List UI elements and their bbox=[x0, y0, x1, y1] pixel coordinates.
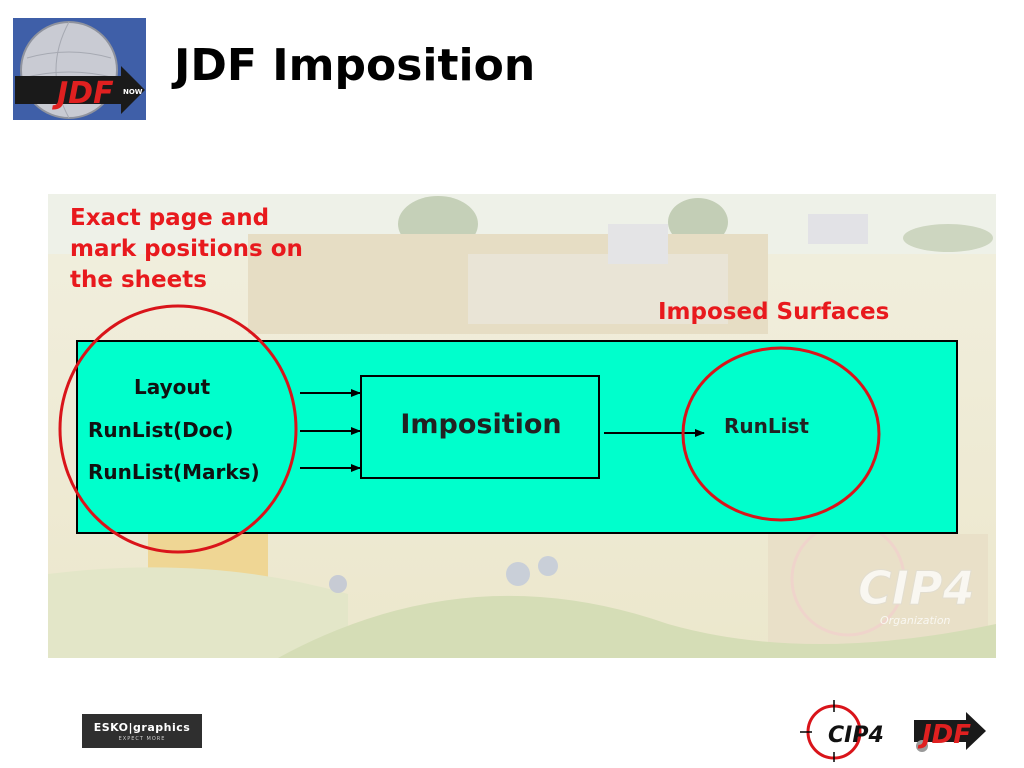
jdf-now-logo: JDF NOW bbox=[13, 18, 146, 120]
jdf-footer-text: JDF bbox=[917, 720, 971, 750]
input-runlist-marks-label: RunList(Marks) bbox=[88, 460, 260, 484]
slide-title: JDF Imposition bbox=[174, 40, 536, 91]
imposition-process-label: Imposition bbox=[400, 409, 562, 440]
esko-graphics-logo: ESKO|graphics EXPECT MORE bbox=[82, 714, 202, 748]
cip4-footer-text: CIP4 bbox=[828, 723, 884, 748]
output-runlist-label: RunList bbox=[724, 414, 809, 438]
input-layout-label: Layout bbox=[134, 375, 211, 399]
imposed-surfaces-annotation: Imposed Surfaces bbox=[658, 299, 890, 325]
cip4-watermark-text: CIP4 bbox=[858, 561, 975, 615]
jdf-logo-text: JDF bbox=[52, 76, 114, 111]
jdf-logo-now-text: NOW bbox=[123, 88, 143, 96]
cip4-footer-logo: CIP4 bbox=[800, 700, 884, 762]
esko-logo-subtext: EXPECT MORE bbox=[118, 735, 166, 742]
exact-positions-annotation: Exact page and mark positions on the she… bbox=[70, 205, 303, 293]
cip4-watermark: CIP4 Organization bbox=[790, 521, 975, 637]
esko-logo-text: ESKO|graphics bbox=[93, 720, 191, 734]
input-runlist-doc-label: RunList(Doc) bbox=[88, 418, 234, 442]
jdf-footer-logo: JDF bbox=[914, 712, 986, 752]
cip4-watermark-subtext: Organization bbox=[880, 614, 951, 627]
imposition-process-box bbox=[360, 375, 600, 479]
